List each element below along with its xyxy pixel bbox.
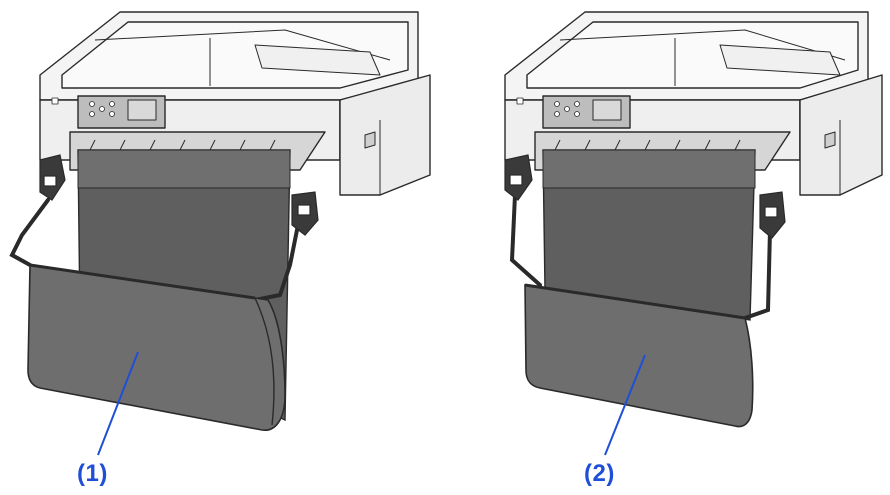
basket-2-front-bag (524, 284, 754, 428)
basket-1-front-bag (27, 264, 286, 431)
figure-2-label: (2) (584, 460, 615, 487)
basket-1-right-arm-icon (253, 223, 300, 302)
basket-2-right-clip-icon (759, 191, 786, 239)
basket-2-left-arm-icon (509, 193, 542, 287)
basket-1-right-clip-icon (291, 191, 319, 236)
printer-1-icon (39, 11, 431, 196)
basket-1-left-arm-icon (9, 198, 50, 267)
callout-line-1 (97, 351, 139, 456)
basket-1-left-clip-icon (39, 154, 66, 201)
figure-1-label: (1) (77, 460, 108, 487)
callout-line-2 (604, 354, 646, 456)
basket-2-right-arm-icon (743, 228, 772, 320)
figure-1-printer-with-basket (9, 11, 431, 456)
figure-2-printer-with-basket (504, 11, 883, 456)
basket-2-left-clip-icon (504, 154, 533, 201)
